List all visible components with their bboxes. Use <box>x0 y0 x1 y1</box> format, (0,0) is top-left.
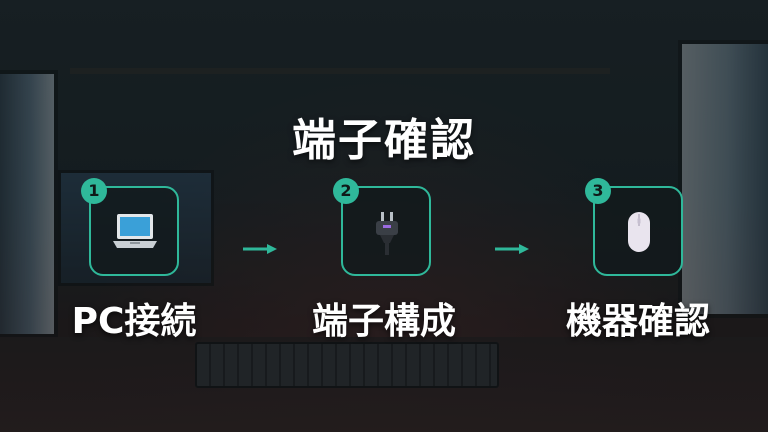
step-1-card: 1 <box>81 178 179 276</box>
step-number-badge: 1 <box>81 178 107 204</box>
plug-icon <box>376 212 398 255</box>
step-3-label: 機器確認 <box>565 301 710 342</box>
shelf <box>70 68 610 74</box>
mouse-icon <box>628 212 650 252</box>
right-monitor <box>678 40 768 318</box>
step-card-frame <box>593 186 683 276</box>
step-card-frame <box>341 186 431 276</box>
laptop-icon <box>113 214 157 248</box>
step-2-label: 端子構成 <box>311 301 456 342</box>
step-2-card: 2 <box>333 178 431 276</box>
page-title: 端子確認 <box>292 115 476 166</box>
left-monitor <box>0 70 58 338</box>
step-number-badge: 2 <box>333 178 359 204</box>
step-card-frame <box>89 186 179 276</box>
arrow-right-icon <box>495 244 529 254</box>
arrow-right-icon <box>243 244 277 254</box>
step-3-card: 3 <box>585 178 683 276</box>
step-1-label: PC接続 <box>71 301 197 342</box>
step-number-badge: 3 <box>585 178 611 204</box>
keyboard <box>195 342 499 388</box>
